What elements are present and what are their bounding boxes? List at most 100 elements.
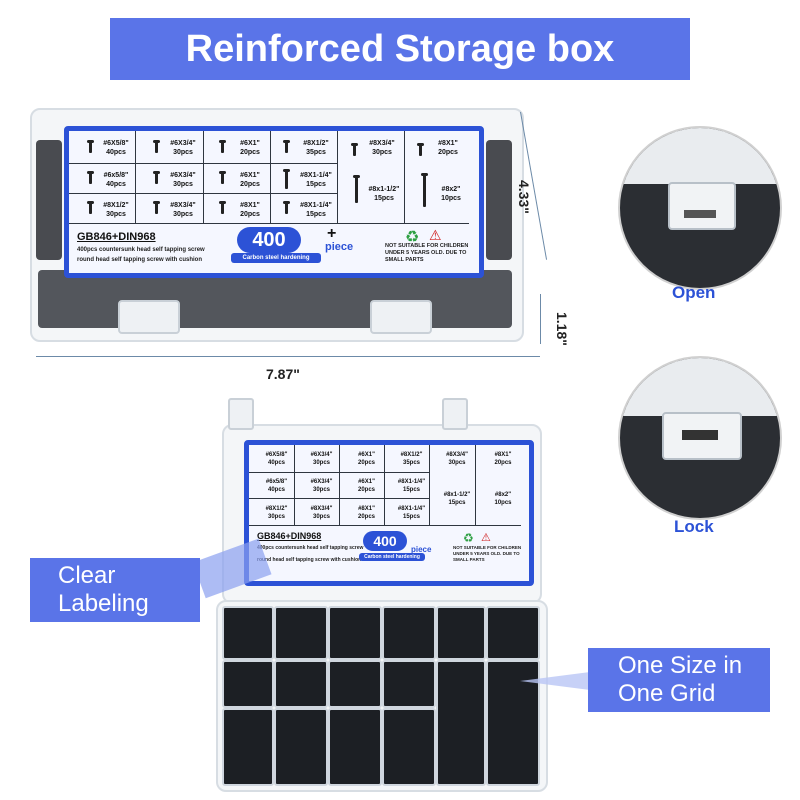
- compartment: [274, 708, 328, 786]
- dimension-depth: 1.18": [554, 312, 570, 346]
- label-size: #6X1": [358, 452, 375, 458]
- compartment: [274, 660, 328, 708]
- clear-labeling-callout: Clear Labeling: [30, 558, 200, 622]
- piece-count: 400: [373, 533, 397, 549]
- label-qty: 30pcs: [267, 514, 285, 520]
- label-qty: 20pcs: [438, 149, 458, 156]
- warning-text: NOT SUITABLE FOR CHILDREN UNDER 5 YEARS …: [385, 243, 469, 263]
- compartment: [382, 708, 436, 786]
- carbon-text: Carbon steel hardening: [242, 255, 310, 261]
- label-qty: 10pcs: [494, 500, 512, 506]
- description-line-2: round head self tapping screw with cushi…: [77, 257, 203, 263]
- piece-count-badge: 400: [363, 531, 407, 551]
- compartment: [222, 606, 274, 660]
- label-qty: 30pcs: [106, 211, 126, 218]
- label-size: #6X1": [358, 479, 375, 485]
- carbon-text: Carbon steel hardening: [364, 554, 420, 560]
- warning-icon: ⚠: [481, 532, 491, 544]
- label-size: #8X1-1/4": [300, 202, 332, 209]
- description-line-1: 400pcs countersunk head self tapping scr…: [257, 545, 364, 551]
- label-size: #6X3/4": [170, 172, 196, 179]
- label-qty: 30pcs: [372, 149, 392, 156]
- label-qty: 15pcs: [374, 195, 394, 202]
- dimension-line-width: [36, 356, 540, 357]
- carbon-badge: Carbon steel hardening: [231, 253, 321, 263]
- product-label-top: #6X5/8"40pcs #6X3/4"30pcs #6X1"20pcs #8X…: [64, 126, 484, 278]
- label-size: #8X1/2": [303, 140, 329, 147]
- label-size: #6X3/4": [310, 479, 333, 485]
- open-detail-inset: [618, 126, 782, 290]
- label-size: #8x2": [441, 186, 461, 193]
- label-size: #6x5/8": [103, 172, 129, 179]
- label-qty: 40pcs: [106, 181, 126, 188]
- label-qty: 30pcs: [312, 514, 330, 520]
- label-qty: 15pcs: [402, 514, 420, 520]
- lid-hinge-right: [442, 398, 468, 430]
- label-qty: 40pcs: [267, 487, 285, 493]
- label-qty: 30pcs: [312, 460, 330, 466]
- compartment: [328, 708, 382, 786]
- label-qty: 30pcs: [448, 460, 466, 466]
- lid-hinge-left: [228, 398, 254, 430]
- label-size: #8X3/4": [446, 452, 468, 458]
- label-size: #8X1-1/4": [300, 172, 332, 179]
- compartment: [274, 606, 328, 660]
- label-size: #8x2": [494, 492, 512, 498]
- label-qty: 30pcs: [312, 487, 330, 493]
- dimension-height: 4.33": [516, 180, 532, 214]
- label-size: #8X1-1/4": [397, 479, 426, 485]
- label-qty: 30pcs: [173, 149, 193, 156]
- label-qty: 20pcs: [240, 211, 260, 218]
- label-qty: 30pcs: [173, 211, 193, 218]
- open-caption: Open: [672, 283, 716, 302]
- label-qty: 40pcs: [267, 460, 285, 466]
- label-qty: 15pcs: [448, 500, 466, 506]
- label-qty: 20pcs: [357, 514, 375, 520]
- description-line-1: 400pcs countersunk head self tapping scr…: [77, 247, 205, 253]
- label-size: #6X3/4": [170, 140, 196, 147]
- compartment: [436, 606, 486, 660]
- label-qty: 20pcs: [494, 460, 512, 466]
- description-line-2: round head self tapping screw with cushi…: [257, 557, 362, 563]
- latch-left: [118, 300, 180, 334]
- piece-count-badge: 400: [237, 227, 301, 253]
- compartment-long: [486, 660, 540, 786]
- label-qty: 20pcs: [357, 460, 375, 466]
- label-qty: 40pcs: [106, 149, 126, 156]
- screws-left-edge: [36, 140, 62, 260]
- label-size: #8X1": [438, 140, 458, 147]
- piece-text: piece: [325, 241, 354, 253]
- latch-right: [370, 300, 432, 334]
- compartment: [328, 660, 382, 708]
- label-qty: 20pcs: [240, 181, 260, 188]
- banner-title: Reinforced Storage box: [110, 18, 690, 80]
- dimension-width: 7.87": [266, 366, 300, 382]
- label-qty: 20pcs: [357, 487, 375, 493]
- label-size: #8X3/4": [310, 506, 333, 512]
- lock-caption: Lock: [674, 517, 714, 536]
- label-size: #8X1-1/4": [397, 506, 426, 512]
- label-qty: 35pcs: [306, 149, 326, 156]
- label-size: #8X1": [494, 452, 512, 458]
- product-code: GB846+DIN968: [77, 231, 156, 243]
- label-size: #8X1/2": [103, 202, 129, 209]
- label-size: #8X1": [358, 506, 375, 512]
- label-size: #8X1": [240, 202, 260, 209]
- product-label-bottom: #6X5/8"40pcs #6X3/4"30pcs #6X1"20pcs #8X…: [244, 440, 534, 586]
- label-qty: 20pcs: [240, 149, 260, 156]
- label-size: #6X3/4": [310, 452, 333, 458]
- compartment: [382, 660, 436, 708]
- piece-count: 400: [252, 228, 286, 251]
- carbon-badge: Carbon steel hardening: [359, 553, 425, 561]
- callout-line-2: One Grid: [618, 680, 716, 707]
- label-qty: 30pcs: [173, 181, 193, 188]
- warning-icon: ⚠: [429, 227, 442, 243]
- compartment: [382, 606, 436, 660]
- compartment: [222, 660, 274, 708]
- label-qty: 15pcs: [306, 211, 326, 218]
- callout-line-2: Labeling: [58, 590, 149, 617]
- screws-bottom-strip: [38, 270, 512, 328]
- label-size: #6X1": [240, 140, 260, 147]
- label-size: #8X1/2": [265, 506, 288, 512]
- compartment: [486, 606, 540, 660]
